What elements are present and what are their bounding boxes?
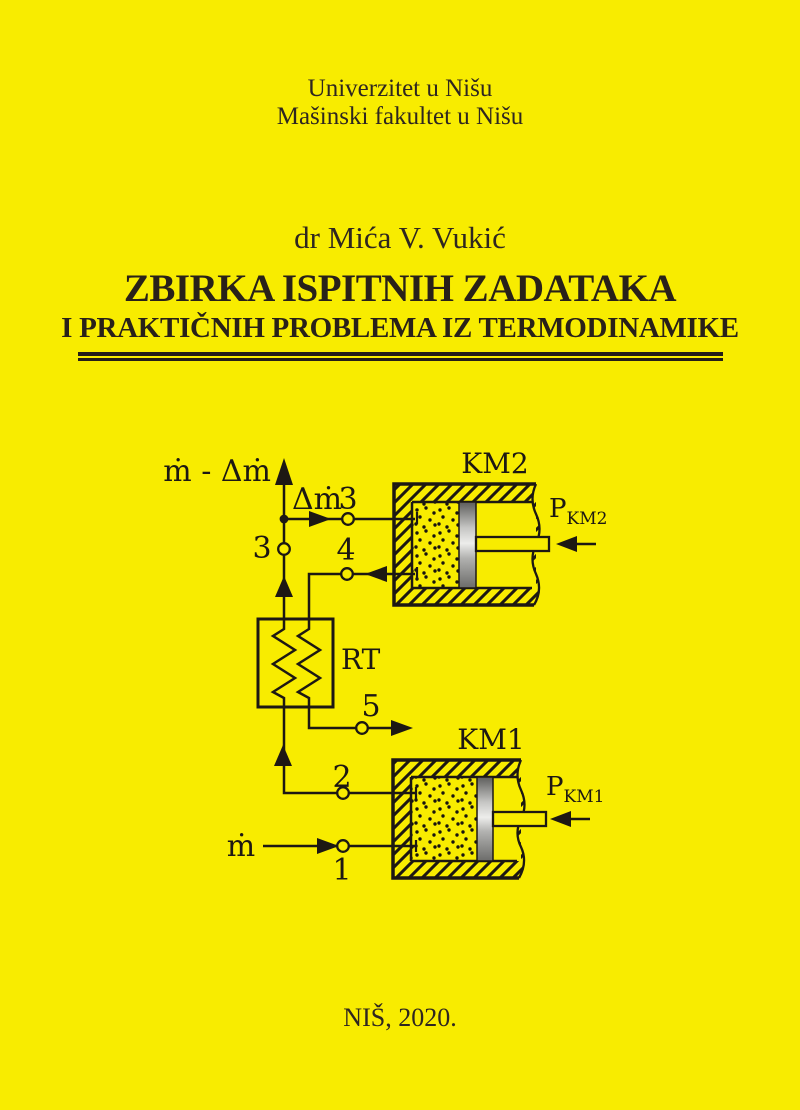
- arrow-out-top: [275, 458, 293, 485]
- label-mass-flow-out: ṁ - Δṁ: [163, 454, 271, 489]
- arrow-up-below-rt: [274, 745, 292, 766]
- compressor-cylinder-km1: [391, 758, 526, 880]
- node-circle-1: [336, 839, 350, 853]
- label-node-4: 4: [336, 533, 355, 568]
- pipe-5: [307, 707, 395, 730]
- km1-piston-rod: [491, 810, 548, 828]
- km2-hatched-wall: [394, 484, 540, 605]
- node-circle-2: [336, 786, 350, 800]
- label-node-2: 2: [332, 760, 351, 795]
- km2-gas-region: [413, 503, 459, 587]
- junction-dot: [279, 514, 289, 524]
- km1-piston: [476, 776, 494, 862]
- arrow-pipe1-right: [317, 838, 339, 854]
- label-node-3-main: 3: [252, 531, 271, 566]
- author-name: dr Mića V. Vukić: [294, 220, 506, 255]
- rt-coil-right: [295, 620, 323, 707]
- node-circle-4: [340, 567, 354, 581]
- piston-rods: [474, 535, 596, 828]
- title-double-rule: [78, 352, 723, 361]
- arrow-up-mid: [275, 576, 293, 597]
- km1-gas-region: [412, 778, 477, 860]
- node-circle-3-main: [277, 542, 291, 556]
- label-heat-exchanger: RT: [341, 643, 381, 676]
- km1-pressure-arrow: [550, 811, 571, 827]
- km2-piston-rod: [474, 535, 551, 553]
- imprint-city-year: NIŠ, 2020.: [343, 1003, 457, 1032]
- label-mass-flow-in: ṁ: [227, 829, 255, 864]
- rt-coil-left: [270, 620, 298, 707]
- university-name: Univerzitet u Nišu: [307, 75, 493, 102]
- label-mass-flow-branch: Δṁ: [292, 482, 342, 517]
- label-node-3-branch: 3: [338, 482, 357, 517]
- label-pressure-km2: PKM2: [549, 494, 607, 529]
- node-circle-5: [355, 721, 369, 735]
- pipe-main-vertical-bottom: [282, 707, 415, 795]
- label-node-5: 5: [361, 689, 380, 724]
- km1-hatched-wall: [393, 760, 525, 878]
- book-title-line1: ZBIRKA ISPITNIH ZADATAKA: [123, 267, 677, 310]
- km2-piston: [458, 501, 477, 589]
- flow-arrows: [274, 458, 413, 854]
- arrow-branch-right: [309, 511, 331, 527]
- heat-exchanger-rt: [256, 617, 335, 709]
- label-compressor-km1: KM1: [457, 723, 524, 756]
- node-circles: [277, 512, 369, 853]
- node-circle-3-branch: [341, 512, 355, 526]
- km2-pressure-arrow: [556, 536, 577, 552]
- arrow-pipe4-left: [365, 566, 387, 582]
- label-pressure-km1: PKM1: [546, 772, 604, 807]
- faculty-name: Mašinski fakultet u Nišu: [276, 103, 524, 130]
- label-compressor-km2: KM2: [461, 447, 528, 480]
- compressor-cylinder-km2: [392, 482, 541, 607]
- label-node-1: 1: [332, 853, 351, 888]
- arrow-pipe5-right: [391, 720, 413, 736]
- book-title-line2: I PRAKTIČNIH PROBLEMA IZ TERMODINAMIKE: [61, 312, 739, 344]
